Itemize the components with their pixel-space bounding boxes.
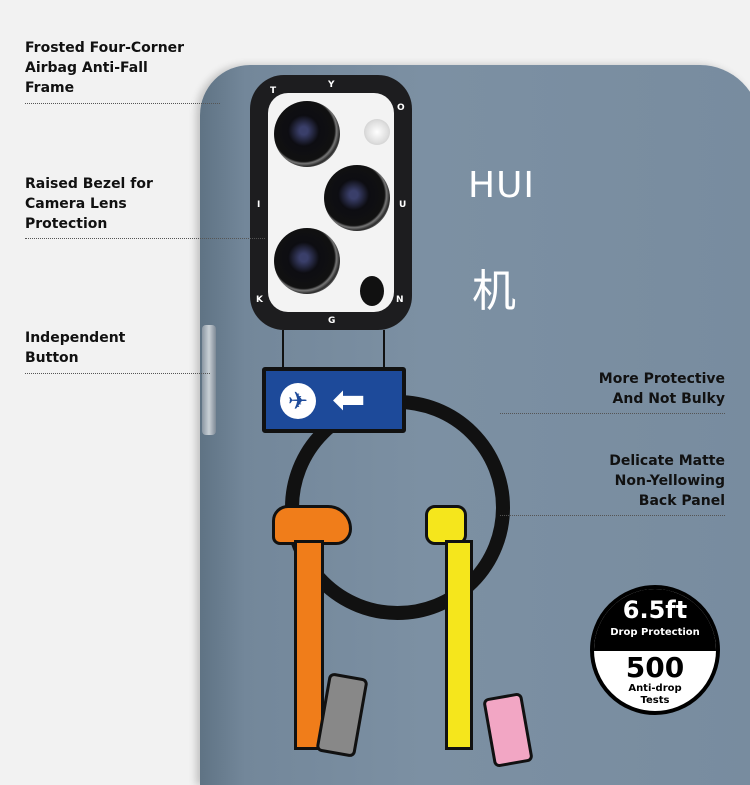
badge-height: 6.5ft xyxy=(622,596,688,624)
bezel-letter: U xyxy=(399,200,407,210)
badge-tests-label: Anti-drop xyxy=(628,683,682,694)
bezel-letter: K xyxy=(256,295,263,305)
dog-illustration xyxy=(272,505,352,545)
airplane-icon: ✈ xyxy=(280,383,316,419)
badge-height-label: Drop Protection xyxy=(610,627,700,638)
badge-tests: 500 xyxy=(625,651,685,684)
sensor xyxy=(360,276,384,306)
bezel-letter: I xyxy=(257,200,261,210)
bezel-letter: T xyxy=(270,86,277,96)
dog-body xyxy=(294,540,324,750)
case-text-ji: 机 xyxy=(472,266,516,317)
drop-protection-badge: 6.5ft Drop Protection 500 Anti-drop Test… xyxy=(590,585,720,715)
bezel-letter: N xyxy=(396,295,404,305)
string xyxy=(383,330,385,370)
camera-lens xyxy=(274,228,340,294)
airport-sign: ✈ ⬅ xyxy=(262,367,406,433)
camera-bezel: Y T O U N G K I xyxy=(250,75,412,330)
arrow-left-icon: ⬅ xyxy=(332,377,366,423)
giraffe-body xyxy=(445,540,473,750)
side-button xyxy=(202,325,216,435)
case-text-hui: HUI xyxy=(468,165,536,206)
string xyxy=(282,330,284,370)
camera-lens xyxy=(274,101,340,167)
bezel-letter: O xyxy=(397,103,405,113)
camera-lens xyxy=(324,165,390,231)
bezel-letter: Y xyxy=(328,80,335,90)
giraffe-illustration xyxy=(425,505,467,545)
badge-tests-label: Tests xyxy=(640,695,670,706)
bezel-letter: G xyxy=(328,316,336,326)
flash-icon xyxy=(364,119,390,145)
